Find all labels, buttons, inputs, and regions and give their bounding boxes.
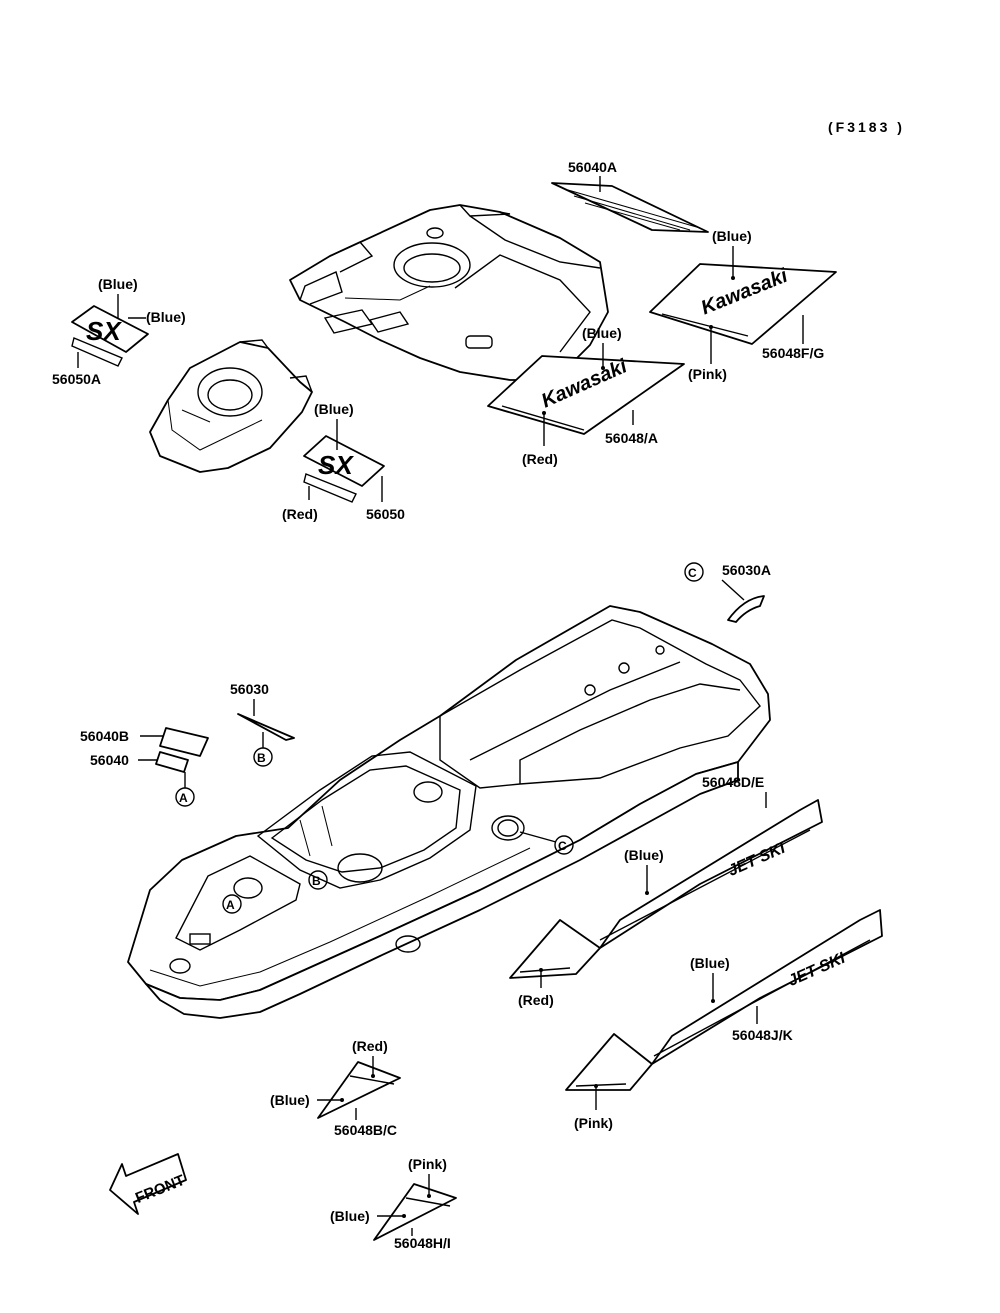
handle-pole-cover xyxy=(149,339,313,473)
label-56030: 56030 xyxy=(230,681,269,697)
label-56048A: 56048/A xyxy=(605,430,658,446)
label-56040: 56040 xyxy=(90,752,129,768)
ref-c-top: C xyxy=(688,566,697,580)
decal-56048HI: (Pink) (Blue) 56048H/I xyxy=(330,1156,457,1251)
sx-badge-56050: SX xyxy=(318,450,354,480)
label-red-a: (Red) xyxy=(522,451,558,467)
label-56048FG: 56048F/G xyxy=(762,345,824,361)
label-56050: 56050 xyxy=(366,506,405,522)
ref-a-hull: A xyxy=(226,898,235,912)
decal-56040A: 56040A xyxy=(551,159,709,233)
decal-56048BC: (Red) (Blue) 56048B/C xyxy=(270,1038,401,1138)
label-56050A: 56050A xyxy=(52,371,101,387)
label-blue-50A-top: (Blue) xyxy=(98,276,138,292)
decal-56048A: Kawasaki (Blue) (Red) 56048/A xyxy=(487,325,685,467)
label-blue-de: (Blue) xyxy=(624,847,664,863)
label-pink-jk: (Pink) xyxy=(574,1115,613,1131)
decal-56040-group: 56040B 56040 A xyxy=(80,727,209,807)
front-arrow: FRONT xyxy=(109,1153,187,1215)
label-red-bc: (Red) xyxy=(352,1038,388,1054)
label-blue-jk: (Blue) xyxy=(690,955,730,971)
decal-56030A: C 56030A xyxy=(684,562,771,623)
decal-56050A: SX (Blue) (Blue) 56050A xyxy=(52,276,186,387)
label-blue-fg: (Blue) xyxy=(712,228,752,244)
label-56048DE: 56048D/E xyxy=(702,774,764,790)
decal-56048FG: Kawasaki (Blue) (Pink) 56048F/G xyxy=(649,228,837,382)
label-56040B: 56040B xyxy=(80,728,129,744)
label-blue-a: (Blue) xyxy=(582,325,622,341)
decal-56048JK: JET SKI (Blue) 56048J/K (Pink) xyxy=(565,909,883,1131)
label-56048JK: 56048J/K xyxy=(732,1027,793,1043)
label-56030A: 56030A xyxy=(722,562,771,578)
ref-b-left: B xyxy=(257,751,266,765)
decal-56030: 56030 B xyxy=(230,681,295,767)
label-red-de: (Red) xyxy=(518,992,554,1008)
engine-hood xyxy=(289,204,609,381)
label-red-50: (Red) xyxy=(282,506,318,522)
label-pink-fg: (Pink) xyxy=(688,366,727,382)
label-56048BC: 56048B/C xyxy=(334,1122,397,1138)
label-56048HI: 56048H/I xyxy=(394,1235,451,1251)
label-blue-50: (Blue) xyxy=(314,401,354,417)
ref-c-hull: C xyxy=(558,839,567,853)
label-pink-hi: (Pink) xyxy=(408,1156,447,1172)
figure-code: (F3183 ) xyxy=(828,119,905,135)
label-56040A: 56040A xyxy=(568,159,617,175)
sx-badge-56050A: SX xyxy=(86,316,122,346)
decal-56050: SX (Blue) (Red) 56050 xyxy=(282,401,405,522)
label-blue-hi: (Blue) xyxy=(330,1208,370,1224)
ref-a-left: A xyxy=(179,791,188,805)
ref-b-hull: B xyxy=(312,874,321,888)
label-blue-50A-right: (Blue) xyxy=(146,309,186,325)
hull: C A B xyxy=(127,605,771,1019)
label-blue-bc: (Blue) xyxy=(270,1092,310,1108)
